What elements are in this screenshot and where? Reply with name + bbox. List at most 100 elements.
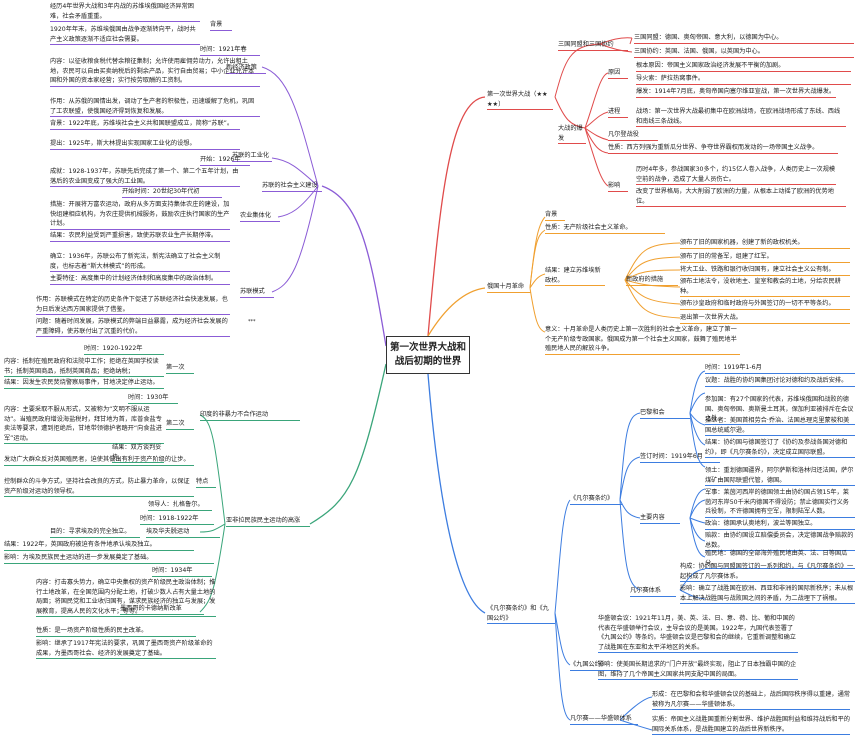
topic-nine[interactable]: 《九国公约》: [570, 660, 620, 671]
content-reparations: 赔款：由协约国设立赔偿委员会，决定德国战争赔款的总数。: [705, 531, 855, 551]
paris-time: 时间：1919年1-6月: [705, 363, 855, 374]
topic-industry[interactable]: 苏联的工业化: [232, 151, 272, 162]
model-formation: 确立：1936年，苏联公布了新宪法，新宪法确立了社会主义制度，也标志着“斯大林模…: [50, 252, 230, 272]
branch-versailles: [427, 373, 486, 614]
topic-impact[interactable]: 影响: [608, 181, 628, 192]
measure-5: 颁布沙皇政府和临时政府与外国签订的一切不平等条约。: [680, 299, 850, 310]
camps-alliance: 三国同盟：德国、奥匈帝国、意大利，以德国为中心。: [634, 33, 854, 44]
topic-outbreak[interactable]: 大战的爆发: [558, 124, 586, 144]
egypt-goal: 目的：寻求埃及的完全独立。: [50, 527, 140, 538]
october-nature: 性质：无产阶级社会主义革命。: [545, 223, 665, 234]
topic-content[interactable]: 主要内容: [640, 513, 680, 524]
nine-impact: 影响：使美国长期追求的“门户开放”最终实现，阻止了日本独霸中国的企图，维持了几个…: [598, 660, 798, 680]
topic-collective[interactable]: 农业集体化: [240, 211, 280, 222]
industry-proposal: 提出：1925年，斯大林提出实现国家工业化的设想。: [50, 139, 240, 150]
india-second-result: 结果：双方谈判妥协。: [112, 443, 164, 463]
topic-ww1[interactable]: 第一次世界大战（★★★★）: [487, 90, 553, 110]
topic-soviet[interactable]: 苏联的社会主义建设: [262, 181, 322, 192]
branch-october: [427, 287, 486, 337]
india-second-time: 时间：1930年: [128, 393, 178, 404]
measure-4: 颁布土地法令，没收地主、皇室和教会的土地，分给农民耕种。: [680, 277, 850, 297]
impact-a: 历时4年多，参战国家30多个，约15亿人卷入战争，人类历史上一次规模空前的战争，…: [636, 165, 836, 185]
industry-start: 开始：1926年: [200, 155, 250, 166]
model-role: 作用：苏联模式在特定的历史条件下促进了苏联经济社会快速发展，也为日后发达西方国家…: [36, 295, 230, 315]
nep-background-a: 经历4年世界大战和3年内战的苏维埃俄国经济异常困难，社会矛盾重重。: [50, 2, 200, 22]
india-second-content: 内容：主要采取不服从形式，又被称为“文明不服从运动”。当殖民政府增设海盐税时，拜…: [4, 405, 164, 444]
topic-asia[interactable]: 亚非拉民族民主运动的高涨: [226, 516, 310, 527]
egypt-leader: 领导人：扎格鲁尔。: [148, 500, 212, 511]
camps-entente: 三国协约：英国、法国、俄国，以英国为中心。: [634, 47, 854, 58]
topic-paris[interactable]: 巴黎和会: [640, 408, 690, 419]
mexico-content: 内容：打击寡头势力，确立中央集权的资产阶级民主政治体制；推行土地改革，在全国范围…: [36, 578, 216, 617]
measure-3: 将大工业、铁路和银行收归国有，建立社会主义公有制。: [680, 265, 850, 276]
vw-form: 形成：在巴黎和会和华盛顿会议的基础上，战后国际秩序得以重建，通常被称为凡尔赛——…: [652, 690, 850, 710]
industry-background: 背景：1922年底，苏维埃社会主义共和国联盟成立，简称“苏联”。: [50, 119, 240, 130]
model-problem: 问题：随着时间发展，苏联模式的弊端日益暴露，成为经济社会发展的严重障碍，使苏联付…: [36, 317, 230, 337]
october-result: 结果：建立苏维埃新政权。: [545, 266, 605, 286]
india-first-content: 内容：抵制在殖民政府和法院中工作；拒绝在英国学校读书；抵制英国商品，抵制英国商品…: [4, 357, 164, 377]
india-features-b: 控制群众的斗争方式，坚持社会改良的方式，防止暴力革命，以保证资产阶级对运动的领导…: [4, 477, 194, 497]
mexico-time: 时间：1934年: [152, 566, 212, 577]
topic-vw-system[interactable]: 凡尔赛——华盛顿体系: [570, 714, 638, 725]
topic-measures[interactable]: 新政府的措施: [626, 275, 678, 286]
branch-soviet: [321, 185, 387, 347]
measure-6: 退出第一次世界大战。: [680, 313, 850, 324]
india-features-a: 发动广大群众反对英国殖民者，迫使其做出有利于资产阶级的让步。: [4, 455, 194, 466]
india-first-result: 结果：因发生农民焚烧警察局事件，甘地决定停止运动。: [4, 378, 164, 389]
topic-process[interactable]: 进程: [608, 107, 628, 118]
paris-controller: 操纵者：美国首相劳合·乔治、法国总理克里蒙梭和美国总统威尔逊。: [705, 416, 855, 436]
topic-egypt[interactable]: 埃及华夫脱运动: [146, 527, 220, 538]
topic-india-first[interactable]: 第一次: [166, 363, 194, 374]
paris-outcome: 结果：协约国与德国签订了《协约及参战各国对德和约》，即《凡尔赛条约》，决定成立国…: [705, 438, 855, 458]
cause-fuse: 导火索：萨拉热窝事件。: [636, 74, 851, 85]
topic-model[interactable]: 苏联模式: [240, 287, 274, 298]
ww1-nature: 性质：西方列强为重新瓜分世界、争夺世界霸权而发动的一场帝国主义战争。: [608, 143, 838, 154]
nep-background-b: 1920年年末，苏维埃俄国由战争逐渐转向平，战时共产主义政策逐渐不适应社会需要。: [50, 25, 200, 45]
mexico-impact: 影响：继承了1917年宪法的要求，巩固了墨西哥资产阶级革命的成果，为墨西哥社会、…: [36, 639, 216, 659]
process-battle: 战场：第一次世界大战最初集中在欧洲战场，在欧洲战场形成了东线、西线和南线三条战线…: [636, 107, 846, 127]
process-verdun: 凡尔登战役: [608, 130, 658, 141]
nep-effect: 作用：从苏俄的国情出发，调动了生产者的积极性，迅速缓解了危机，巩固了工农联盟，使…: [50, 97, 260, 117]
topic-versailles[interactable]: 《凡尔赛条约》和《九国公约》: [487, 604, 555, 624]
nep-content: 内容：以征收粮食税代替余粮征集制；允许使用雇佣劳动力，允许出租土地，农民可以自由…: [50, 57, 260, 87]
egypt-result: 结果：1922年，英国政府被迫有条件地承认埃及独立。: [4, 540, 194, 551]
paris-members: 参加国：有27个国家的代表，苏维埃俄国和战败的德国、奥匈帝国、奥斯曼土耳其，保加…: [705, 395, 855, 425]
vw-nature: 实质：帝国主义战胜国重新分割世界、维护战胜国利益和维持战后和平的国际关系体系，是…: [652, 715, 850, 735]
cause-root: 根本原因：帝国主义国家政治经济发展不平衡的加剧。: [636, 61, 851, 72]
topic-nep[interactable]: 新经济政策: [226, 63, 266, 74]
system-form: 构成：协约国与同盟国签订的一系列和约，与《凡尔赛条约》一起构成了凡尔赛体系。: [680, 562, 855, 582]
october-background[interactable]: 背景: [545, 210, 565, 221]
topic-india-features[interactable]: 特点: [196, 477, 216, 488]
system-impact: 影响：确立了战胜国在欧洲、西亚和非洲的国际新秩序；未从根本上解决战胜国与战败国之…: [680, 584, 855, 604]
topic-october[interactable]: 俄国十月革命: [487, 282, 531, 293]
paris-topic: 议题：战胜的协约国集团讨论对德和约及战后安排。: [705, 376, 855, 387]
october-significance: 意义：十月革命是人类历史上第一次胜利的社会主义革命，建立了第一个无产阶级专政国家…: [545, 325, 740, 355]
nine-main: 华盛顿会议：1921年11月，美、英、法、日、意、荷、比、葡和中国的代表在华盛顿…: [598, 614, 798, 653]
industry-result: 成就：1928-1937年，苏联先后完成了第一个、第二个五年计划，由落后的农业国…: [50, 167, 240, 187]
topic-nep-background[interactable]: 背景: [210, 20, 232, 31]
central-topic[interactable]: 第一次世界大战和战后初期的世界: [386, 336, 470, 374]
topic-treaty[interactable]: 《凡尔赛条约》: [570, 494, 622, 505]
collective-measures: 措施：开展将万富农运动，政府从多方面支持集体农庄的建设，加快组建相应机构，为农庄…: [50, 200, 230, 230]
egypt-time: 时间：1918-1922年: [140, 514, 214, 525]
process-start: 爆发：1914年7月底，奥匈帝国向塞尔维亚宣战，第一次世界大战爆发。: [636, 87, 836, 98]
collective-start: 开始时间：20世纪30年代初: [122, 187, 222, 198]
model-more[interactable]: ***: [248, 319, 256, 325]
content-colonies: 殖民地：德国的全部海外殖民地由英、法、日等国瓜分。: [705, 549, 855, 569]
impact-b: 改变了世界格局，大大削弱了欧洲的力量，从根本上动摇了欧洲的优势地位。: [636, 187, 846, 207]
topic-india-second[interactable]: 第二次: [166, 419, 194, 430]
measure-2: 颁布了旧的常备军，组建了红军。: [680, 252, 850, 263]
treaty-signed: 签订时间：1919年6月: [640, 452, 720, 463]
india-first-time: 时间：1920-1922年: [84, 344, 164, 355]
topic-system[interactable]: 凡尔赛体系: [630, 586, 676, 597]
mexico-nature: 性质：是一场资产阶级性质的民主改革。: [36, 626, 196, 637]
branch-asia: [309, 363, 387, 525]
topic-india[interactable]: 印度的非暴力不合作运动: [200, 410, 300, 421]
collective-result: 结果：农民利益受到严重损害，致使苏联农业生产长期停滞。: [50, 231, 230, 242]
content-territory: 领土：重划德国疆界，阿尔萨斯和洛林归还法国，萨尔煤矿由国际联盟代管，德国。: [705, 466, 855, 486]
model-features: 主要特征：高度集中的计划经济体制和高度集中的政治体制。: [50, 274, 230, 285]
topic-cause[interactable]: 原因: [608, 68, 628, 79]
topic-mexico[interactable]: 墨西哥的卡德纳斯改革: [120, 604, 204, 615]
topic-camps[interactable]: 三国同盟和三国协约: [558, 40, 628, 51]
